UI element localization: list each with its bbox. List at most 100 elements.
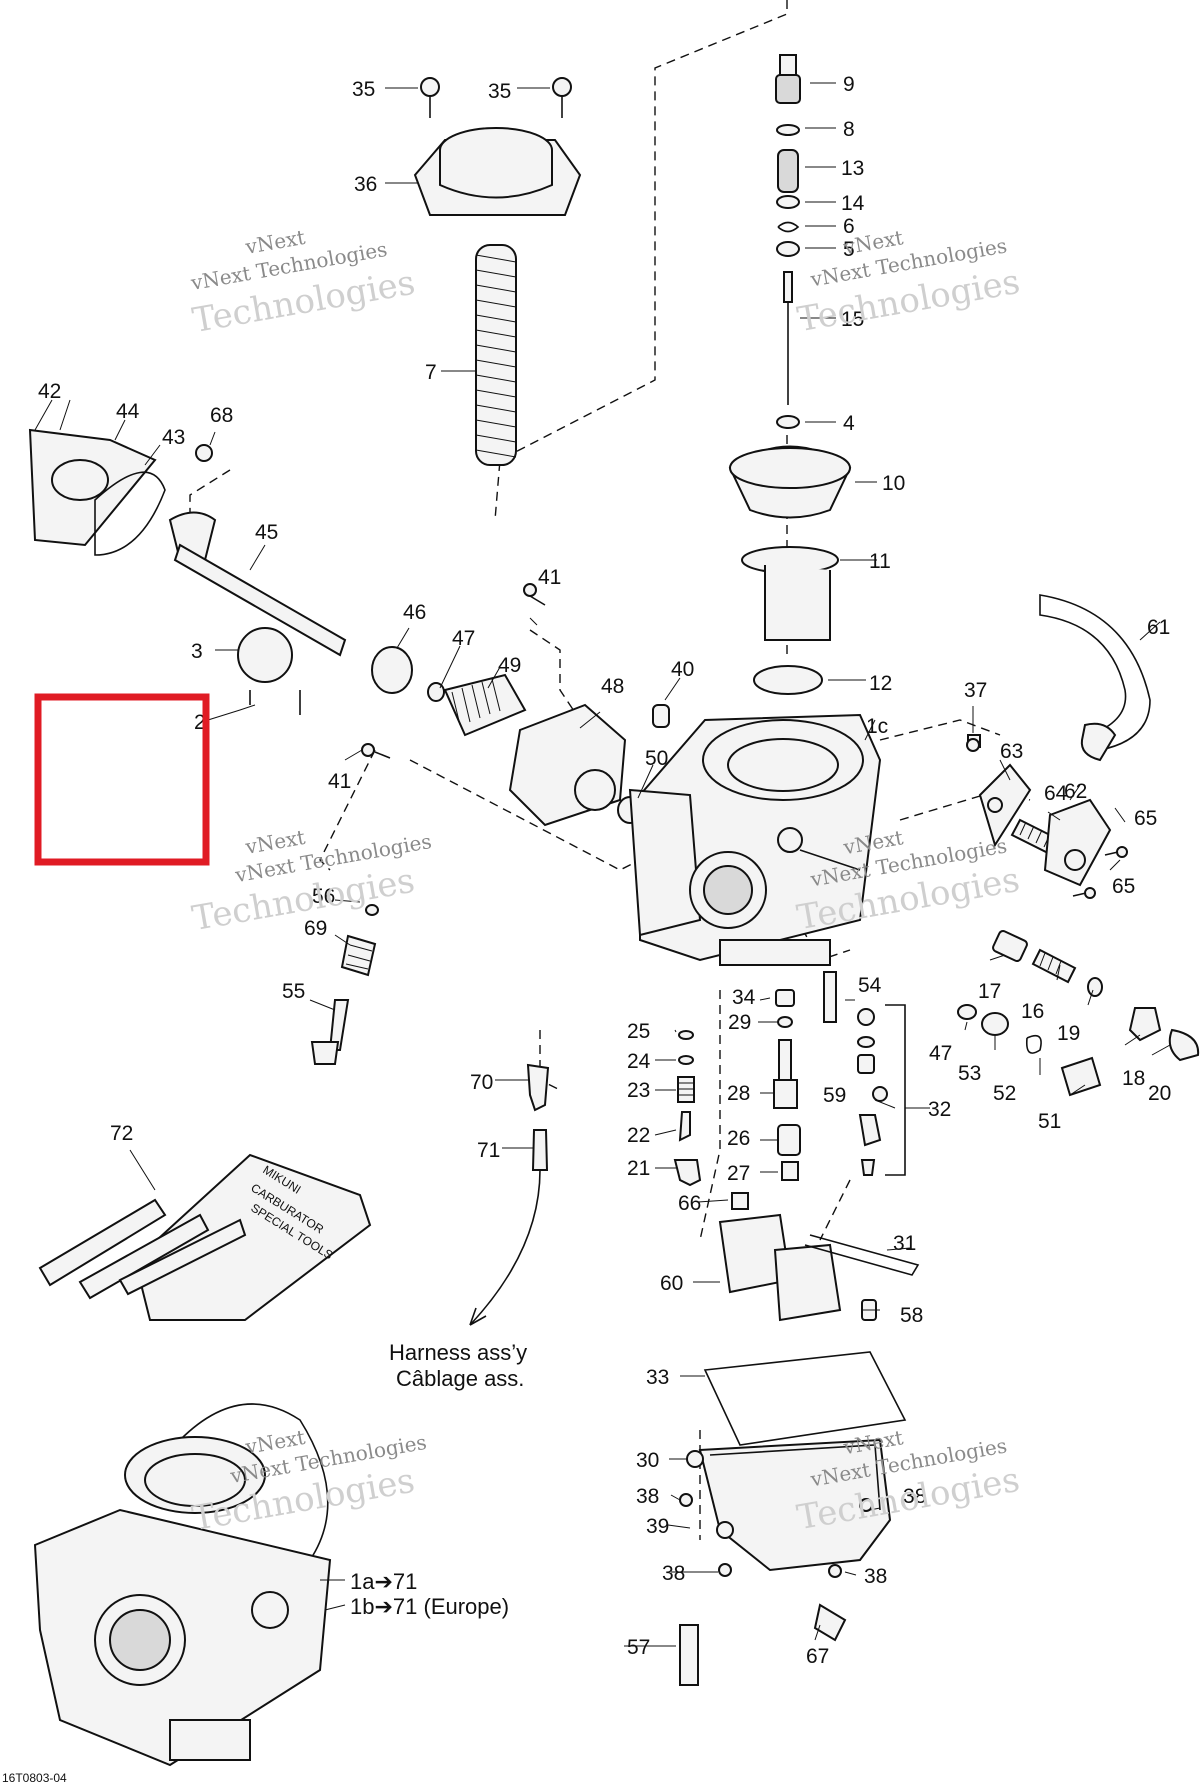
highlight-box <box>34 693 210 866</box>
choke-plunger-group <box>957 594 1200 1097</box>
callout-60: 60 <box>660 1272 683 1295</box>
callout-8: 8 <box>843 118 855 141</box>
callout-43: 43 <box>162 426 185 449</box>
needle-slide-group <box>728 54 852 695</box>
assembly-note-line1: 1a➔71 <box>350 1569 417 1594</box>
callout-32: 32 <box>928 1098 951 1121</box>
callout-67: 67 <box>806 1645 829 1668</box>
callout-55: 55 <box>282 980 305 1003</box>
callout-24: 24 <box>627 1050 651 1073</box>
callout-30: 30 <box>636 1449 659 1472</box>
callout-14: 14 <box>841 192 865 215</box>
callout-11: 11 <box>869 550 891 573</box>
callout-7: 7 <box>425 361 437 384</box>
figure-code: 16T0803-04 <box>2 1771 67 1785</box>
callout-63: 63 <box>1000 740 1023 763</box>
callout-46: 46 <box>403 601 426 624</box>
callout-22: 22 <box>627 1124 650 1147</box>
callout-41b: 41 <box>328 770 351 793</box>
callout-17: 17 <box>978 980 1001 1003</box>
callout-10: 10 <box>882 472 905 495</box>
callout-39: 39 <box>646 1515 669 1538</box>
callout-49: 49 <box>498 654 521 677</box>
assembled-carburetor <box>33 1403 332 1767</box>
callout-19: 19 <box>1057 1022 1080 1045</box>
callout-69: 69 <box>304 917 327 940</box>
callout-53: 53 <box>958 1062 981 1085</box>
callout-71: 71 <box>477 1139 500 1162</box>
leader-lines <box>34 82 1171 1647</box>
callout-29: 29 <box>728 1011 751 1034</box>
callout-38a: 38 <box>636 1485 659 1508</box>
callout-5: 5 <box>843 238 855 261</box>
assembly-note-line2: 1b➔71 (Europe) <box>350 1594 509 1619</box>
tool-kit: MIKUNI CARBURATOR SPECIAL TOOLS <box>38 1153 372 1321</box>
callout-18: 18 <box>1122 1067 1145 1090</box>
callout-labels: 35 35 36 7 9 8 13 14 6 5 15 4 10 11 12 1… <box>38 73 1171 1668</box>
callout-21: 21 <box>627 1157 650 1180</box>
diaphragm-cover-group <box>413 77 582 466</box>
callout-42: 42 <box>38 380 61 403</box>
harness-note-en: Harness ass’y <box>389 1340 527 1365</box>
callout-72: 72 <box>110 1122 133 1145</box>
throttle-shaft-group <box>28 428 643 827</box>
harness-group <box>469 1063 550 1326</box>
callout-38d: 38 <box>864 1565 887 1588</box>
callout-64: 64 <box>1044 782 1068 805</box>
callout-9: 9 <box>843 73 855 96</box>
callout-23: 23 <box>627 1079 650 1102</box>
diagram-notes: Harness ass’y Câblage ass. 1a➔71 1b➔71 (… <box>2 1340 527 1785</box>
callout-28: 28 <box>727 1082 750 1105</box>
callout-40: 40 <box>671 658 694 681</box>
callout-12: 12 <box>869 672 892 695</box>
callout-13: 13 <box>841 157 864 180</box>
jet-parts-group <box>673 971 906 1210</box>
callout-58: 58 <box>900 1304 923 1327</box>
harness-note-fr: Câblage ass. <box>396 1366 524 1391</box>
callout-56: 56 <box>312 885 335 908</box>
pilot-screw-group <box>310 904 379 1065</box>
callout-70: 70 <box>470 1071 493 1094</box>
callout-61: 61 <box>1147 616 1170 639</box>
callout-66: 66 <box>678 1192 701 1215</box>
callout-31: 31 <box>893 1232 916 1255</box>
callout-35a: 35 <box>352 78 375 101</box>
callout-62: 62 <box>1064 780 1087 803</box>
callout-38b: 38 <box>903 1485 926 1508</box>
callout-68: 68 <box>210 404 233 427</box>
callout-3: 3 <box>191 640 203 663</box>
watermarks: vNext vNext Technologies Technologies vN… <box>188 225 1023 1539</box>
callout-48: 48 <box>601 675 624 698</box>
callout-65a: 65 <box>1134 807 1157 830</box>
callout-4: 4 <box>843 412 855 435</box>
callout-44: 44 <box>116 400 140 423</box>
callout-26: 26 <box>727 1127 750 1150</box>
callout-41a: 41 <box>538 566 561 589</box>
callout-54: 54 <box>858 974 882 997</box>
callout-1c: 1c <box>866 715 888 738</box>
callout-51: 51 <box>1038 1110 1061 1133</box>
callout-52: 52 <box>993 1082 1016 1105</box>
callout-57: 57 <box>627 1636 650 1659</box>
callout-47a: 47 <box>452 627 475 650</box>
callout-50: 50 <box>645 747 668 770</box>
callout-59: 59 <box>823 1084 846 1107</box>
carburetor-body <box>628 704 981 966</box>
callout-33: 33 <box>646 1366 669 1389</box>
callout-25: 25 <box>627 1020 650 1043</box>
callout-2: 2 <box>194 711 206 734</box>
callout-36: 36 <box>354 173 377 196</box>
callout-35b: 35 <box>488 80 511 103</box>
callout-45: 45 <box>255 521 278 544</box>
callout-38c: 38 <box>662 1562 685 1585</box>
callout-20: 20 <box>1148 1082 1171 1105</box>
callout-34: 34 <box>732 986 756 1009</box>
callout-6: 6 <box>843 215 855 238</box>
callout-27: 27 <box>727 1162 750 1185</box>
callout-65b: 65 <box>1112 875 1135 898</box>
callout-15: 15 <box>841 308 864 331</box>
callout-47b: 47 <box>929 1042 952 1065</box>
callout-37: 37 <box>964 679 987 702</box>
callout-16: 16 <box>1021 1000 1044 1023</box>
